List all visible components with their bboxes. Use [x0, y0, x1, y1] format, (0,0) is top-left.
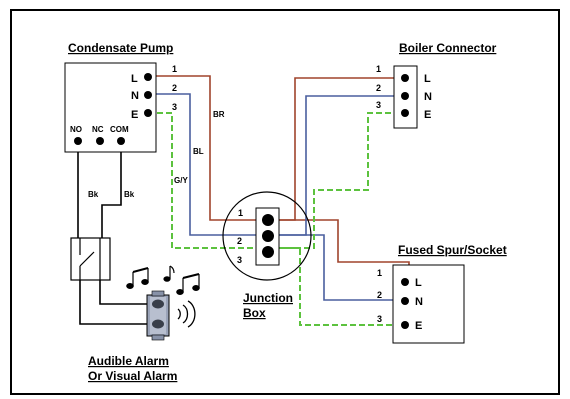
spur-terminal-l: L: [415, 277, 422, 289]
earth-wire-junction-to-boiler: [268, 112, 405, 249]
boiler-terminal-e-screw: [401, 109, 409, 117]
wire-label-brown: BR: [213, 110, 225, 119]
pump-terminal-e-screw: [144, 109, 152, 117]
pump-switch-nc-screw: [96, 137, 104, 145]
music-notes-icon: [126, 265, 200, 296]
alarm-label-line1: Audible Alarm: [88, 354, 169, 368]
boiler-wire-number-1: 1: [376, 64, 381, 74]
spur-terminal-n-screw: [401, 297, 409, 305]
pump-terminal-e: E: [131, 109, 138, 121]
junction-box-label-line1: Junction: [243, 291, 293, 305]
boiler-connector-title: Boiler Connector: [399, 41, 497, 55]
boiler-terminal-n-screw: [401, 92, 409, 100]
boiler-terminal-l: L: [424, 73, 431, 85]
spur-terminal-e-screw: [401, 321, 409, 329]
pump-wire-number-3: 3: [172, 102, 177, 112]
alarm-label-line2: Or Visual Alarm: [88, 369, 177, 383]
brown-wire-pump-to-spur: [148, 75, 410, 280]
black-wire-alarm-upper: [99, 280, 148, 305]
black-wire-alarm-lower: [79, 280, 148, 325]
wire-label-black-right: Bk: [124, 190, 135, 199]
switch-icon: [70, 237, 111, 281]
wire-label-black-left: Bk: [88, 190, 99, 199]
boiler-terminal-e: E: [424, 109, 431, 121]
boiler-wire-number-2: 2: [376, 83, 381, 93]
pump-wire-number-1: 1: [172, 64, 177, 74]
diagram-frame: [10, 9, 560, 395]
condensate-pump-box: [64, 62, 157, 153]
junction-terminal-1-screw: [262, 214, 274, 226]
junction-box-circle: [222, 191, 312, 281]
pump-switch-com: COM: [110, 125, 129, 134]
black-wire-com: [101, 141, 122, 238]
sound-waves-icon: [177, 300, 196, 328]
junction-terminal-2-screw: [262, 230, 274, 242]
pump-switch-no: NO: [70, 125, 82, 134]
wire-label-blue: BL: [193, 147, 204, 156]
boiler-terminal-n: N: [424, 91, 432, 103]
brown-wire-junction-to-boiler: [268, 77, 405, 221]
pump-wire-number-2: 2: [172, 83, 177, 93]
pump-switch-com-screw: [117, 137, 125, 145]
spur-wire-number-3: 3: [377, 314, 382, 324]
pump-terminal-l-screw: [144, 73, 152, 81]
condensate-pump-title: Condensate Pump: [68, 41, 173, 55]
pump-terminal-l: L: [131, 73, 138, 85]
junction-box-label-line2: Box: [243, 306, 266, 320]
boiler-wire-number-3: 3: [376, 100, 381, 110]
spur-wire-number-1: 1: [377, 268, 382, 278]
pump-switch-nc: NC: [92, 125, 104, 134]
wire-label-green-yellow: G/Y: [174, 176, 188, 185]
junction-number-1: 1: [238, 208, 243, 218]
spur-terminal-e: E: [415, 320, 422, 332]
fused-spur-title: Fused Spur/Socket: [398, 243, 507, 257]
pump-switch-no-screw: [74, 137, 82, 145]
blue-wire-pump-to-spur: [148, 93, 405, 301]
junction-terminal-3-screw: [262, 246, 274, 258]
spur-wire-number-2: 2: [377, 290, 382, 300]
spur-terminal-n: N: [415, 296, 423, 308]
pump-terminal-n-screw: [144, 91, 152, 99]
blue-wire-junction-to-boiler: [268, 95, 405, 236]
alarm-device-icon: [146, 290, 170, 341]
spur-terminal-l-screw: [401, 278, 409, 286]
junction-number-3: 3: [237, 255, 242, 265]
junction-number-2: 2: [237, 236, 242, 246]
boiler-terminal-l-screw: [401, 74, 409, 82]
pump-terminal-n: N: [131, 90, 139, 102]
